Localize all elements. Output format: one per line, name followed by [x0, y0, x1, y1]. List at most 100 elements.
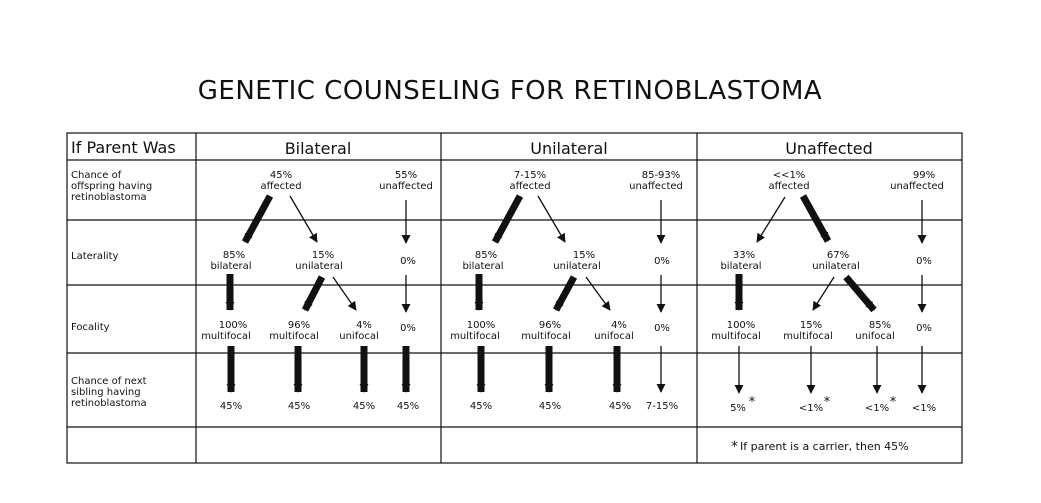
unaffected-lat-unilateral-pct: 67% [827, 250, 849, 261]
svg-text:Laterality: Laterality [71, 251, 118, 262]
bilateral-foc-b-pct: 96% [288, 320, 310, 331]
svg-text:Chance of next: Chance of next [71, 376, 147, 387]
bilateral-affected-label: affected [260, 181, 301, 192]
unaffected-foc-c-label: unifocal [855, 331, 895, 342]
unilateral-lat-bilateral-label: bilateral [462, 261, 503, 272]
arrow-bilat-foc-c [332, 276, 357, 311]
unilateral-unaffected-label: unaffected [629, 181, 683, 192]
bilateral-unaffected-pct: 55% [395, 170, 417, 181]
svg-text:retinoblastoma: retinoblastoma [71, 398, 147, 409]
unilateral-sib-1: 45% [470, 401, 492, 412]
bilateral-foc-c-pct: 4% [356, 320, 372, 331]
unilateral-foc-b-label: multifocal [521, 331, 571, 342]
unaffected-sib-4: <1% [912, 403, 936, 414]
unilateral-lat-unilateral-label: unilateral [553, 261, 600, 272]
bilateral-arrows [225, 194, 411, 393]
bilateral-foc-a-label: multifocal [201, 331, 251, 342]
svg-text:Chance of: Chance of [71, 170, 122, 181]
bilateral-foc-b-label: multifocal [269, 331, 319, 342]
unilateral-section: 7-15% affected 85-93% unaffected 85% bil… [450, 170, 683, 412]
unaffected-section: <<1% affected 99% unaffected 33% bilater… [711, 170, 944, 414]
arrow-unilat-foc-c [585, 276, 611, 311]
arrow-unaff-to-unilateral [799, 194, 832, 243]
unilateral-foc-b-pct: 96% [539, 320, 561, 331]
unaffected-foc-a-label: multifocal [711, 331, 761, 342]
unaffected-lat-bilateral-pct: 33% [733, 250, 755, 261]
unaffected-foc-c-pct: 85% [869, 320, 891, 331]
footnote-text: If parent is a carrier, then 45% [740, 440, 909, 453]
unaffected-unaffected-label: unaffected [890, 181, 944, 192]
header-unilateral: Unilateral [530, 139, 608, 158]
arrow-bilateral-to-unilateral [289, 195, 318, 243]
unilateral-lat-none: 0% [654, 256, 670, 267]
bilateral-lat-bilateral-label: bilateral [210, 261, 251, 272]
unaffected-affected-label: affected [768, 181, 809, 192]
svg-text:retinoblastoma: retinoblastoma [71, 192, 147, 203]
bilateral-sib-4: 45% [397, 401, 419, 412]
bilateral-lat-unilateral-pct: 15% [312, 250, 334, 261]
unaffected-sib-2-asterisk: * [824, 395, 831, 410]
header-unaffected: Unaffected [785, 139, 873, 158]
unaffected-sib-3-asterisk: * [890, 395, 897, 410]
row-label-chance: Chance of offspring having retinoblastom… [71, 170, 152, 203]
unilateral-foc-a-pct: 100% [467, 320, 496, 331]
unilateral-lat-unilateral-pct: 15% [573, 250, 595, 261]
header-row-label: If Parent Was [71, 138, 176, 157]
unilateral-foc-c-label: unifocal [594, 331, 634, 342]
unaffected-sib-1: 5% [730, 403, 746, 414]
arrow-unilat-to-bilateral [491, 194, 524, 244]
arrow-unaff-foc-b [812, 276, 835, 311]
unaffected-foc-a-pct: 100% [727, 320, 756, 331]
unilateral-affected-pct: 7-15% [514, 170, 546, 181]
bilateral-foc-none: 0% [400, 323, 416, 334]
diagram-title: GENETIC COUNSELING FOR RETINOBLASTOMA [197, 76, 823, 106]
unaffected-lat-unilateral-label: unilateral [812, 261, 859, 272]
unaffected-sib-1-asterisk: * [749, 395, 756, 410]
arrow-unilat-foc-b [552, 275, 578, 312]
svg-text:Focality: Focality [71, 322, 110, 333]
row-label-sibling: Chance of next sibling having retinoblas… [71, 376, 147, 409]
unaffected-arrows [734, 194, 927, 394]
unilateral-foc-c-pct: 4% [611, 320, 627, 331]
unaffected-foc-b-label: multifocal [783, 331, 833, 342]
bilateral-lat-bilateral-pct: 85% [223, 250, 245, 261]
unilateral-sib-2: 45% [539, 401, 561, 412]
unilateral-foc-none: 0% [654, 323, 670, 334]
unilateral-foc-a-label: multifocal [450, 331, 500, 342]
bilateral-sib-1: 45% [220, 401, 242, 412]
unilateral-affected-label: affected [509, 181, 550, 192]
footnote: * If parent is a carrier, then 45% [731, 439, 909, 455]
unaffected-foc-none: 0% [916, 323, 932, 334]
unaffected-unaffected-pct: 99% [913, 170, 935, 181]
bilateral-lat-unilateral-label: unilateral [295, 261, 342, 272]
header-bilateral: Bilateral [285, 139, 352, 158]
unilateral-sib-4: 7-15% [646, 401, 678, 412]
unaffected-sib-2: <1% [799, 403, 823, 414]
footnote-asterisk: * [731, 439, 738, 455]
unilateral-unaffected-pct: 85-93% [642, 170, 681, 181]
arrow-unilat-to-unilateral [537, 195, 566, 243]
unaffected-affected-pct: <<1% [773, 170, 806, 181]
bilateral-foc-a-pct: 100% [219, 320, 248, 331]
svg-text:sibling having: sibling having [71, 387, 141, 398]
table-grid [66, 132, 963, 464]
arrow-unaff-to-bilateral [756, 196, 786, 243]
bilateral-unaffected-label: unaffected [379, 181, 433, 192]
unaffected-sib-3: <1% [865, 403, 889, 414]
svg-text:offspring having: offspring having [71, 181, 152, 192]
arrow-bilat-foc-b [301, 275, 326, 312]
row-label-focality: Focality [71, 322, 110, 333]
bilateral-sib-2: 45% [288, 401, 310, 412]
unilateral-sib-3: 45% [609, 401, 631, 412]
unaffected-lat-bilateral-label: bilateral [720, 261, 761, 272]
bilateral-foc-c-label: unifocal [339, 331, 379, 342]
unaffected-lat-none: 0% [916, 256, 932, 267]
row-label-laterality: Laterality [71, 251, 118, 262]
bilateral-section: 45% affected 55% unaffected 85% bilatera… [201, 170, 433, 412]
bilateral-sib-3: 45% [353, 401, 375, 412]
bilateral-lat-none: 0% [400, 256, 416, 267]
unilateral-arrows [474, 194, 666, 393]
bilateral-affected-pct: 45% [270, 170, 292, 181]
arrow-bilateral-to-bilateral [241, 194, 274, 244]
